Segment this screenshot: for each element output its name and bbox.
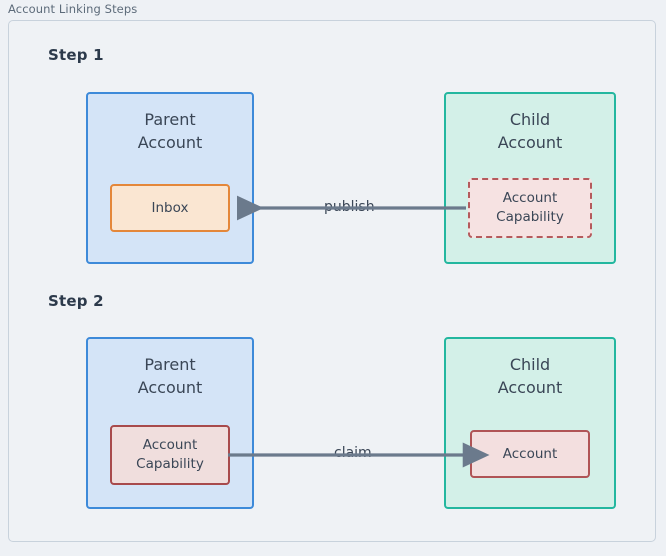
claim-edge-label: claim — [328, 445, 378, 461]
parent-account-box-step1[interactable]: Parent Account — [86, 92, 254, 264]
child-account-box-step2[interactable]: Child Account — [444, 337, 616, 509]
account-box-step2[interactable]: Account — [470, 430, 590, 478]
step-1-heading: Step 1 — [48, 46, 104, 64]
account-capability-box-step2[interactable]: Account Capability — [110, 425, 230, 485]
parent-account-title-step2: Parent Account — [137, 355, 203, 397]
child-account-title-step1: Child Account — [497, 110, 563, 152]
child-account-title-step2: Child Account — [497, 355, 563, 397]
parent-account-title-step1: Parent Account — [137, 110, 203, 152]
inbox-box[interactable]: Inbox — [110, 184, 230, 232]
account-capability-box-step1[interactable]: Account Capability — [468, 178, 592, 238]
step-2-heading: Step 2 — [48, 292, 104, 310]
diagram-caption: Account Linking Steps — [8, 2, 138, 16]
publish-edge-label: publish — [318, 199, 381, 215]
